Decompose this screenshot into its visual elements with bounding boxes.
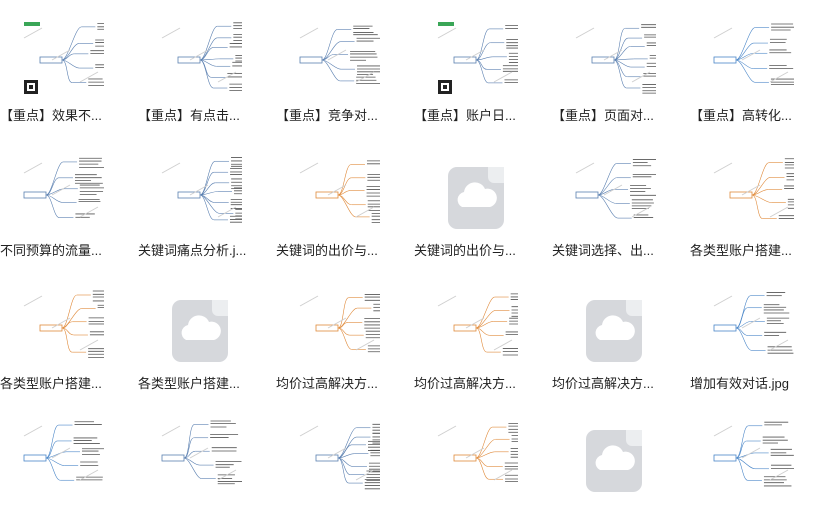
mindmap-preview [296,18,380,102]
file-tile[interactable]: 【重点】效果不... [0,10,130,130]
mindmap-preview [710,416,794,500]
mindmap-preview [20,153,104,237]
file-tile[interactable]: 关键词的出价与... [276,145,406,265]
file-tile[interactable] [138,408,268,528]
mindmap-preview [572,153,656,237]
image-thumbnail [710,153,794,237]
cloud-file-icon [434,153,518,237]
file-tile[interactable] [552,408,682,528]
file-name: 关键词痛点分析.j... [138,243,247,258]
cloud-placeholder-icon [172,300,228,362]
file-name: 【重点】账户日... [414,108,516,123]
image-thumbnail [710,416,794,500]
image-thumbnail [296,153,380,237]
image-thumbnail [296,286,380,370]
file-tile[interactable]: 【重点】页面对... [552,10,682,130]
file-tile[interactable] [690,408,820,528]
file-name: 关键词选择、出... [552,243,654,258]
mindmap-preview [20,18,104,102]
file-tile[interactable]: 均价过高解决方... [414,278,544,398]
file-name: 【重点】页面对... [552,108,654,123]
image-thumbnail [20,18,104,102]
mindmap-preview [158,18,242,102]
image-thumbnail [20,153,104,237]
file-tile[interactable]: 【重点】有点击... [138,10,268,130]
mindmap-preview [572,18,656,102]
file-tile[interactable] [0,408,130,528]
file-tile[interactable]: 增加有效对话.jpg [690,278,820,398]
mindmap-preview [710,18,794,102]
file-tile[interactable]: 关键词选择、出... [552,145,682,265]
file-name: 各类型账户搭建... [0,376,102,391]
mindmap-preview [158,416,242,500]
mindmap-preview [296,153,380,237]
file-name: 均价过高解决方... [276,376,378,391]
file-name: 【重点】高转化... [690,108,792,123]
file-name: 均价过高解决方... [414,376,516,391]
image-thumbnail [710,18,794,102]
image-thumbnail [20,416,104,500]
file-grid: 【重点】效果不... 【重点】有点击... 【重点】竞争对... 【重点】账户日...… [0,10,820,492]
cloud-placeholder-icon [586,430,642,492]
file-tile[interactable]: 各类型账户搭建... [138,278,268,398]
file-name: 均价过高解决方... [552,376,654,391]
mindmap-preview [434,416,518,500]
file-name: 【重点】有点击... [138,108,240,123]
mindmap-preview [296,416,380,500]
file-tile[interactable]: 均价过高解决方... [552,278,682,398]
file-name: 【重点】效果不... [0,108,102,123]
file-name: 各类型账户搭建... [138,376,240,391]
image-thumbnail [158,18,242,102]
image-thumbnail [434,286,518,370]
file-tile[interactable]: 【重点】账户日... [414,10,544,130]
image-thumbnail [158,153,242,237]
mindmap-preview [710,153,794,237]
file-name: 各类型账户搭建... [690,243,792,258]
mindmap-preview [710,286,794,370]
file-tile[interactable]: 各类型账户搭建... [0,278,130,398]
image-thumbnail [158,416,242,500]
mindmap-preview [158,153,242,237]
mindmap-preview [434,18,518,102]
image-thumbnail [572,18,656,102]
file-tile[interactable] [276,408,406,528]
cloud-file-icon [158,286,242,370]
mindmap-preview [434,286,518,370]
image-thumbnail [434,18,518,102]
file-name: 关键词的出价与... [414,243,516,258]
image-thumbnail [20,286,104,370]
file-tile[interactable]: 关键词的出价与... [414,145,544,265]
mindmap-preview [20,286,104,370]
mindmap-preview [296,286,380,370]
image-thumbnail [296,416,380,500]
image-thumbnail [296,18,380,102]
file-tile[interactable]: 不同预算的流量... [0,145,130,265]
file-tile[interactable]: 各类型账户搭建... [690,145,820,265]
file-tile[interactable]: 关键词痛点分析.j... [138,145,268,265]
file-tile[interactable]: 【重点】竞争对... [276,10,406,130]
image-thumbnail [434,416,518,500]
file-name: 关键词的出价与... [276,243,378,258]
cloud-file-icon [572,286,656,370]
image-thumbnail [572,153,656,237]
file-tile[interactable]: 均价过高解决方... [276,278,406,398]
mindmap-preview [20,416,104,500]
file-tile[interactable] [414,408,544,528]
cloud-file-icon [572,416,656,500]
file-name: 增加有效对话.jpg [690,376,789,391]
file-tile[interactable]: 【重点】高转化... [690,10,820,130]
cloud-placeholder-icon [586,300,642,362]
file-name: 不同预算的流量... [0,243,102,258]
image-thumbnail [710,286,794,370]
cloud-placeholder-icon [448,167,504,229]
file-name: 【重点】竞争对... [276,108,378,123]
